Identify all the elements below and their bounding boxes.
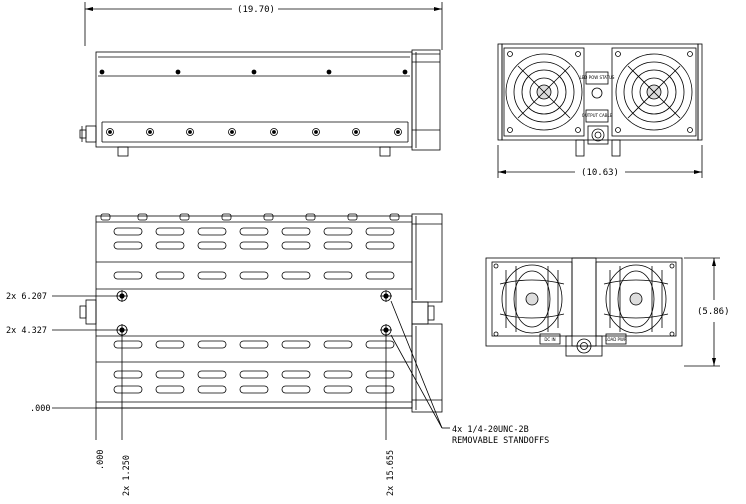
front-label-upper: LED POW STATUS — [580, 75, 615, 80]
callout-line-1: 4x 1/4-20UNC-2B — [452, 425, 529, 435]
callout-line-2: REMOVABLE STANDOFFS — [452, 436, 549, 446]
dim-y-4327: 2x 4.327 — [6, 326, 47, 336]
rear-fan-left — [499, 264, 565, 334]
side-view: (19.70) — [79, 2, 443, 157]
dim-front-width: (10.63) — [497, 145, 703, 178]
dim-rear-height-label: (5.86) — [697, 307, 730, 317]
dim-x-1250: 2x 1.250 — [122, 455, 132, 496]
front-fan-right — [611, 47, 697, 137]
front-view: LED POW STATUS OUTPUT CABLE (10.63) — [497, 43, 703, 178]
dim-rear-height: (5.86) — [684, 257, 730, 367]
rear-label-right: LOAD PWR — [605, 337, 627, 342]
dim-x-15655: 2x 15.655 — [386, 450, 396, 496]
bottom-view: 2x 6.207 2x 4.327 .000 .000 2x 1.250 2x … — [6, 213, 549, 496]
dim-top-width: (19.70) — [84, 2, 443, 50]
standoff-holes — [116, 290, 392, 336]
front-label-lower: OUTPUT CABLE — [582, 113, 613, 118]
front-fan-left — [503, 47, 585, 137]
side-top-screws — [99, 69, 408, 75]
dim-x-000: .000 — [96, 450, 106, 470]
rear-view: DC IN LOAD PWR (5.86) — [485, 257, 730, 367]
rear-fan-right — [603, 264, 669, 334]
rear-label-left: DC IN — [544, 337, 555, 342]
dim-top-width-label: (19.70) — [237, 5, 275, 15]
side-bottom-screws — [106, 128, 402, 136]
bottom-edge-slots-top — [100, 213, 400, 221]
dim-front-width-label: (10.63) — [581, 168, 619, 178]
dim-y-6207: 2x 6.207 — [6, 292, 47, 302]
vent-slots — [113, 227, 395, 394]
dim-y-000: .000 — [30, 404, 50, 414]
